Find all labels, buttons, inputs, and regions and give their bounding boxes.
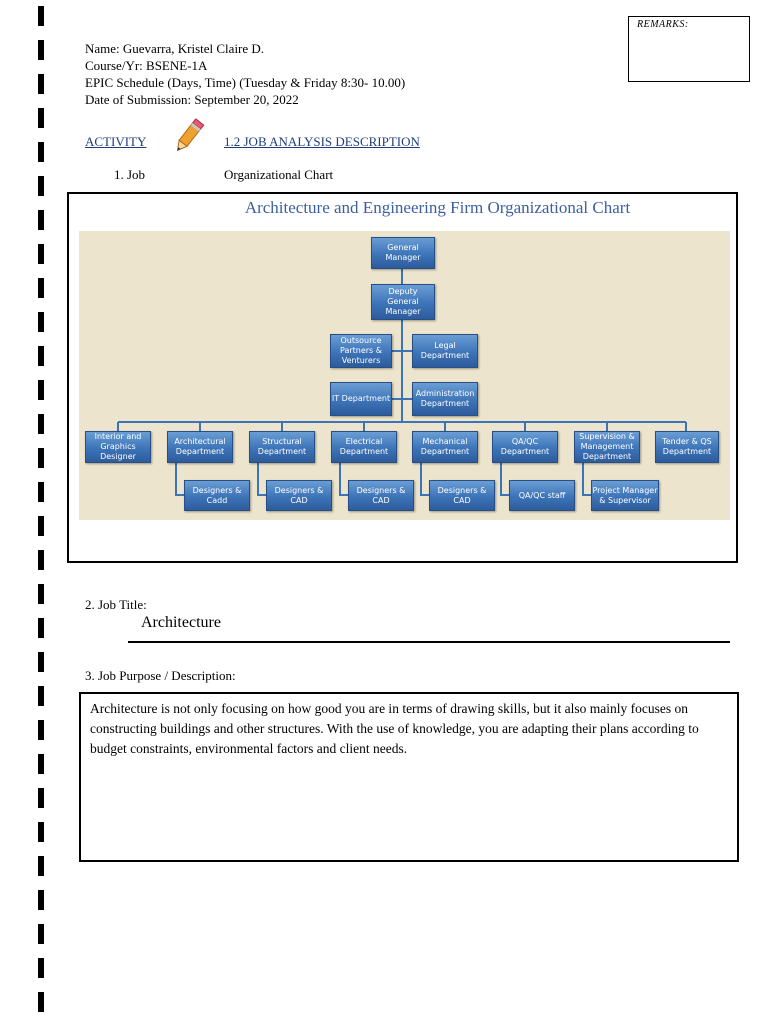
org-chart-background <box>79 231 730 520</box>
org-node-mechanical-department: Mechanical Department <box>412 431 478 463</box>
org-node-general-manager: General Manager <box>371 237 435 269</box>
job-description-box: Architecture is not only focusing on how… <box>79 692 739 862</box>
org-node-architectural-department: Architectural Department <box>167 431 233 463</box>
org-node-tender-qs-department: Tender & QS Department <box>655 431 719 463</box>
item1-label: 1. Job <box>114 167 146 182</box>
org-node-structural-department: Structural Department <box>249 431 315 463</box>
item2-label: 2. Job Title: <box>85 597 147 612</box>
activity-label: ACTIVITY <box>85 134 147 149</box>
remarks-box: REMARKS: <box>628 16 750 82</box>
org-node-outsource-partners: Outsource Partners & Venturers <box>330 334 392 368</box>
course-year: Course/Yr: BSENE-1A <box>85 58 208 73</box>
job-description-text: Architecture is not only focusing on how… <box>90 701 699 756</box>
org-node-electrical-designers-cad: Designers & CAD <box>348 480 414 511</box>
student-name: Name: Guevarra, Kristel Claire D. <box>85 41 265 56</box>
job-title-value: Architecture <box>141 614 221 631</box>
org-node-designers-cadd: Designers & Cadd <box>184 480 250 511</box>
org-node-legal-department: Legal Department <box>412 334 478 368</box>
epic-schedule: EPIC Schedule (Days, Time) (Tuesday & Fr… <box>85 75 406 90</box>
org-node-interior-graphics-designer: Interior and Graphics Designer <box>85 431 151 463</box>
student-header: Name: Guevarra, Kristel Claire D. Course… <box>85 40 405 108</box>
org-node-deputy-general-manager: Deputy General Manager <box>371 284 435 320</box>
item3-label: 3. Job Purpose / Description: <box>85 668 236 683</box>
org-chart-connectors <box>117 269 687 496</box>
org-node-project-manager-supervisor: Project Manager & Supervisor <box>591 480 659 511</box>
org-node-qa-qc-department: QA/QC Department <box>492 431 558 463</box>
org-node-it-department: IT Department <box>330 382 392 416</box>
submission-date: Date of Submission: September 20, 2022 <box>85 92 299 107</box>
org-chart-frame: Architecture and Engineering Firm Organi… <box>67 192 738 563</box>
section-title: 1.2 JOB ANALYSIS DESCRIPTION <box>224 134 420 149</box>
item1-value: Organizational Chart <box>224 167 334 182</box>
org-node-electrical-department: Electrical Department <box>331 431 397 463</box>
org-node-qa-qc-staff: QA/QC staff <box>509 480 575 511</box>
org-node-structural-designers-cad: Designers & CAD <box>266 480 332 511</box>
job-title-underline <box>128 641 730 643</box>
pencil-icon <box>176 118 205 152</box>
remarks-label: REMARKS: <box>637 19 689 30</box>
binder-margin-dashes <box>38 6 44 1018</box>
org-node-administration-department: Administration Department <box>412 382 478 416</box>
org-node-supervision-management-department: Supervision & Management Department <box>574 431 640 463</box>
org-chart-title: Architecture and Engineering Firm Organi… <box>244 198 631 217</box>
org-node-mechanical-designers-cad: Designers & CAD <box>429 480 495 511</box>
